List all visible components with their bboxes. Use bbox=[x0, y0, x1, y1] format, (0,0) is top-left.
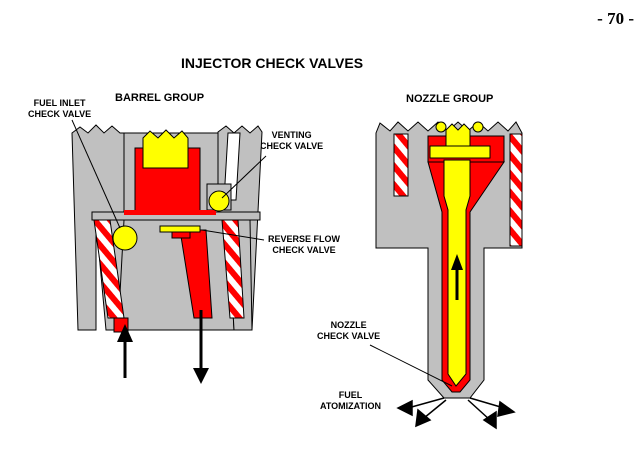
barrel-group-heading: BARREL GROUP bbox=[115, 92, 205, 104]
reverse-flow-check-valve-label: REVERSE FLOW CHECK VALVE bbox=[268, 234, 341, 255]
spray-arrow-left bbox=[396, 399, 413, 417]
barrel-group-drawing bbox=[71, 119, 267, 333]
page-number: - 70 - bbox=[597, 9, 634, 28]
spray-arrow-right bbox=[497, 400, 516, 417]
nozzle-flow-arrow bbox=[451, 254, 463, 300]
reverse-flow-valve-seat bbox=[171, 231, 191, 239]
nozzle-needle-spring bbox=[445, 123, 471, 147]
nozzle-check-valve-label: NOZZLE CHECK VALVE bbox=[317, 320, 381, 341]
venting-check-valve-label: VENTING CHECK VALVE bbox=[260, 130, 324, 151]
barrel-plunger bbox=[142, 129, 189, 169]
nozzle-needle-cap bbox=[429, 145, 491, 159]
spray-arrow-right-down bbox=[482, 410, 497, 430]
nozzle-top-ball-left bbox=[435, 121, 447, 133]
barrel-flow-arrows bbox=[117, 310, 209, 384]
reverse-flow-leader bbox=[201, 229, 265, 241]
fuel-inlet-check-valve-label: FUEL INLET CHECK VALVE bbox=[28, 98, 92, 119]
page-title: INJECTOR CHECK VALVES bbox=[181, 55, 364, 71]
atomization-spray-arrows bbox=[396, 397, 516, 430]
nozzle-top-ball-right bbox=[472, 121, 484, 133]
right-return-passage bbox=[221, 219, 245, 319]
barrel-left-wall bbox=[71, 124, 125, 331]
spray-arrow-left-down bbox=[415, 408, 432, 428]
nozzle-check-leader bbox=[369, 344, 453, 387]
nozzle-left-stripes bbox=[393, 133, 409, 197]
venting-passage bbox=[223, 132, 241, 201]
fuel-inlet-leader bbox=[71, 119, 121, 229]
fuel-inlet-check-ball bbox=[112, 225, 138, 251]
nozzle-group-heading: NOZZLE GROUP bbox=[406, 93, 494, 105]
inflow-arrow-head bbox=[117, 324, 133, 342]
barrel-plate-red bbox=[124, 210, 216, 215]
fuel-atomization-label: FUEL ATOMIZATION bbox=[320, 390, 381, 411]
nozzle-group-drawing bbox=[369, 121, 523, 399]
nozzle-right-stripes bbox=[509, 133, 523, 247]
outflow-arrow-head bbox=[193, 368, 209, 384]
venting-leader bbox=[221, 155, 267, 199]
reverse-flow-valve bbox=[159, 225, 201, 233]
